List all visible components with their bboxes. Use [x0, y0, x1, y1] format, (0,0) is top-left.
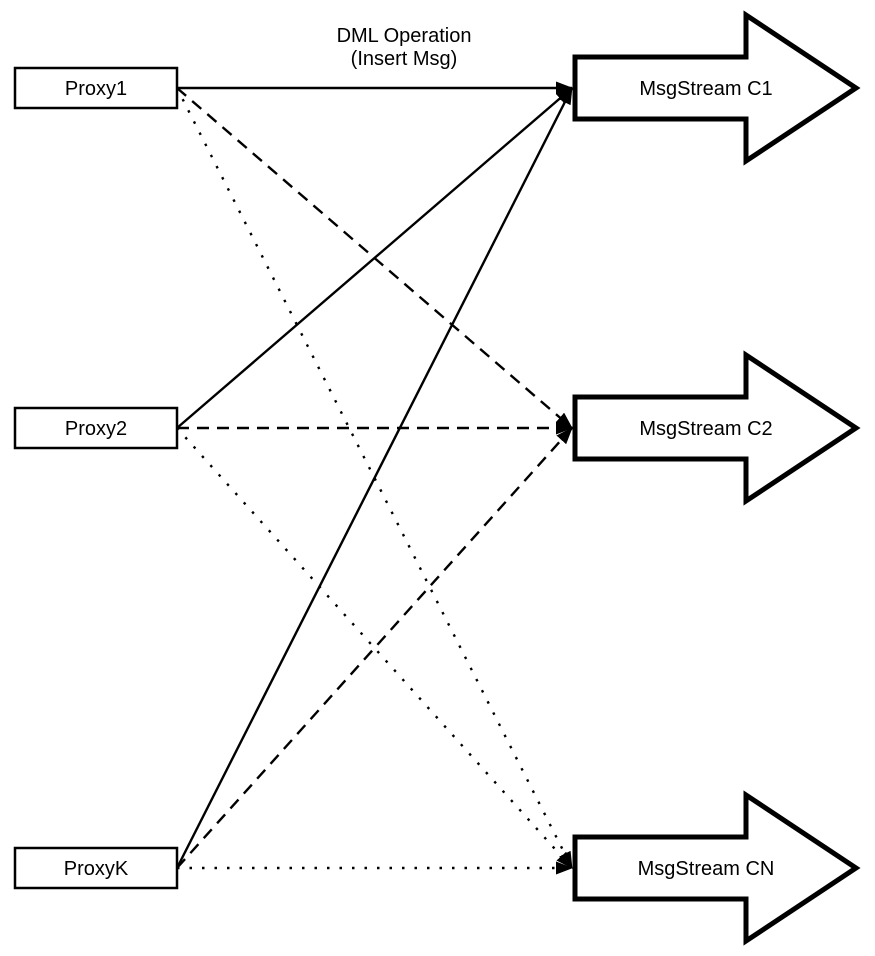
dml-annotation-line2: (Insert Msg): [351, 48, 458, 70]
msgstream-c2-label: MsgStream C2: [639, 418, 772, 440]
msgstream-c1-label: MsgStream C1: [639, 78, 772, 100]
proxy1-label: Proxy1: [65, 78, 127, 100]
dml-annotation: DML Operation (Insert Msg): [337, 25, 472, 70]
proxyk-box: [13, 846, 179, 890]
proxyk-label: ProxyK: [64, 858, 129, 880]
stream-node-c1: MsgStream C1: [572, 10, 861, 166]
edge-proxyk-c1: [175, 87, 574, 869]
edges-layer: [175, 81, 574, 875]
proxy2-label: Proxy2: [65, 418, 127, 440]
dml-annotation-line1: DML Operation: [337, 25, 472, 47]
msgstream-c1-arrow-shape: [572, 10, 861, 166]
proxy2-box: [13, 406, 179, 450]
msgstream-c2-arrow-shape: [572, 350, 861, 506]
proxy1-box: [13, 66, 179, 110]
edge-proxy1-c2: [176, 87, 573, 429]
proxy-node-proxy1: Proxy1: [13, 66, 179, 110]
stream-node-cn: MsgStream CN: [572, 790, 861, 946]
msgstream-cn-label: MsgStream CN: [638, 858, 775, 880]
msgstream-cn-arrow-shape: [572, 790, 861, 946]
stream-node-c2: MsgStream C2: [572, 350, 861, 506]
proxy-node-proxyk: ProxyK: [13, 846, 179, 890]
proxy-node-proxy2: Proxy2: [13, 406, 179, 450]
